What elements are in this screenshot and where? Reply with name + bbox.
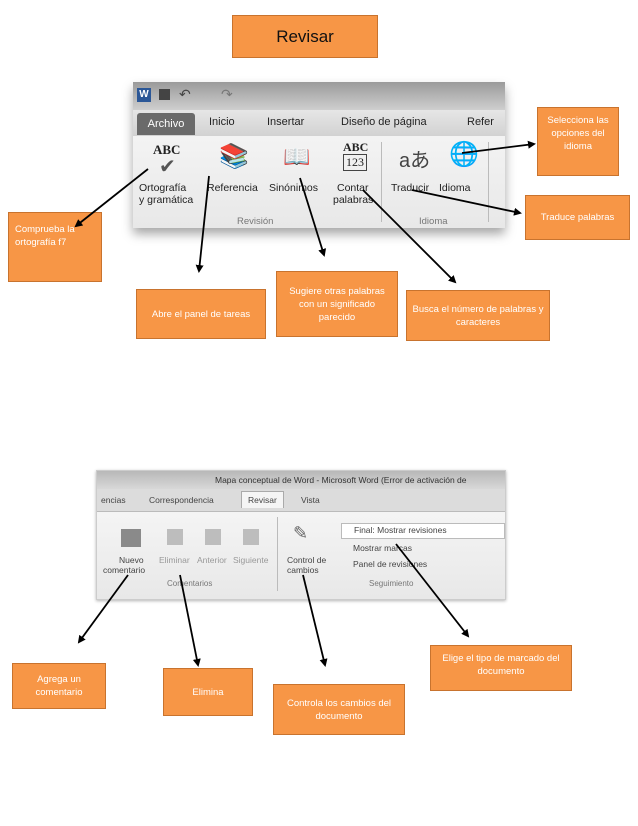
quick-access-toolbar: W ↶ ↷ <box>133 82 505 110</box>
note-wordcount: Busca el número de palabras y caracteres <box>406 290 550 341</box>
spelling-icon: ABC <box>153 142 181 157</box>
ribbon-tabs-2: encias Correspondencia Revisar Vista <box>97 489 505 512</box>
note-thesaurus: Sugiere otras palabras con un significad… <box>276 271 398 337</box>
note-language: Selecciona las opciones del idioma <box>537 107 619 176</box>
next-icon <box>243 529 259 545</box>
thesaurus-button[interactable]: Sinónimos <box>269 182 319 194</box>
wordcount-button-label-2[interactable]: palabras <box>333 194 374 206</box>
group-comentarios: Comentarios <box>167 579 213 588</box>
new-comment-label-2[interactable]: comentario <box>103 565 146 575</box>
word-logo-icon: W <box>137 88 151 102</box>
tab-correspondencia[interactable]: Correspondencia <box>149 495 214 505</box>
track-changes-label-1[interactable]: Control de <box>287 555 327 565</box>
track-changes-label-2[interactable]: cambios <box>287 565 319 575</box>
group-divider <box>277 517 278 591</box>
show-markup-button[interactable]: Mostrar marcas <box>353 543 413 553</box>
note-markup: Elige el tipo de marcado del documento <box>430 645 572 691</box>
markup-select-value: Final: Mostrar revisiones <box>354 525 447 535</box>
tab-diseno-pagina[interactable]: Diseño de página <box>341 116 427 128</box>
translate-button[interactable]: Traducir <box>391 182 430 194</box>
delete-comment-icon <box>167 529 183 545</box>
checkmark-icon: ✔ <box>159 156 176 178</box>
tab-referencias[interactable]: encias <box>101 495 126 505</box>
redo-icon[interactable]: ↷ <box>221 86 233 102</box>
language-button[interactable]: Idioma <box>439 182 471 194</box>
tab-referencias[interactable]: Refer <box>467 116 494 128</box>
wordcount-icon: ABC <box>343 140 369 154</box>
wordcount-123-icon: 123 <box>343 154 367 171</box>
ribbon-screenshot-comments: Mapa conceptual de Word - Microsoft Word… <box>96 470 506 600</box>
save-icon[interactable] <box>159 89 170 100</box>
title-bar: Mapa conceptual de Word - Microsoft Word… <box>97 471 505 489</box>
group-seguimiento: Seguimiento <box>369 579 414 588</box>
note-track: Controla los cambios del documento <box>273 684 405 735</box>
thesaurus-icon: 📖 <box>283 144 311 169</box>
previous-icon <box>205 529 221 545</box>
group-revision: Revisión <box>237 216 274 227</box>
note-delete: Elimina <box>163 668 253 716</box>
next-button[interactable]: Siguiente <box>233 555 269 565</box>
group-divider <box>381 142 382 222</box>
new-comment-label-1[interactable]: Nuevo <box>119 555 144 565</box>
spelling-button-label-1[interactable]: Ortografía <box>139 182 187 194</box>
markup-select[interactable]: Final: Mostrar revisiones <box>341 523 505 539</box>
group-idioma: Idioma <box>419 216 448 227</box>
reviewing-pane-button[interactable]: Panel de revisiones <box>353 559 428 569</box>
note-research: Abre el panel de tareas <box>136 289 266 339</box>
track-changes-icon: ✎ <box>293 523 309 543</box>
wordcount-button-label-1[interactable]: Contar <box>337 182 369 194</box>
delete-button[interactable]: Eliminar <box>159 555 190 565</box>
tab-inicio[interactable]: Inicio <box>209 116 235 128</box>
research-icon: 📚 <box>219 143 249 170</box>
language-icon: 🌐 <box>449 141 479 168</box>
previous-button[interactable]: Anterior <box>197 555 227 565</box>
note-new-comment: Agrega un comentario <box>12 663 106 709</box>
page-title: Revisar <box>232 15 378 58</box>
window-title: Mapa conceptual de Word - Microsoft Word… <box>215 475 467 485</box>
note-translate: Traduce palabras <box>525 195 630 240</box>
ribbon-tabs: Archivo Inicio Insertar Diseño de página… <box>133 110 505 136</box>
tab-insertar[interactable]: Insertar <box>267 116 305 128</box>
new-comment-icon <box>121 529 141 547</box>
undo-icon[interactable]: ↶ <box>179 86 191 102</box>
research-button[interactable]: Referencia <box>207 182 258 194</box>
ribbon-screenshot-review: W ↶ ↷ Archivo Inicio Insertar Diseño de … <box>133 82 505 228</box>
group-divider <box>488 142 489 222</box>
note-spelling: Comprueba la ortografía f7 <box>8 212 102 282</box>
tab-revisar[interactable]: Revisar <box>241 491 284 508</box>
tab-archivo[interactable]: Archivo <box>137 113 195 135</box>
translate-icon: aあ <box>399 150 431 172</box>
spelling-button-label-2[interactable]: y gramática <box>139 194 194 206</box>
tab-vista[interactable]: Vista <box>301 495 320 505</box>
